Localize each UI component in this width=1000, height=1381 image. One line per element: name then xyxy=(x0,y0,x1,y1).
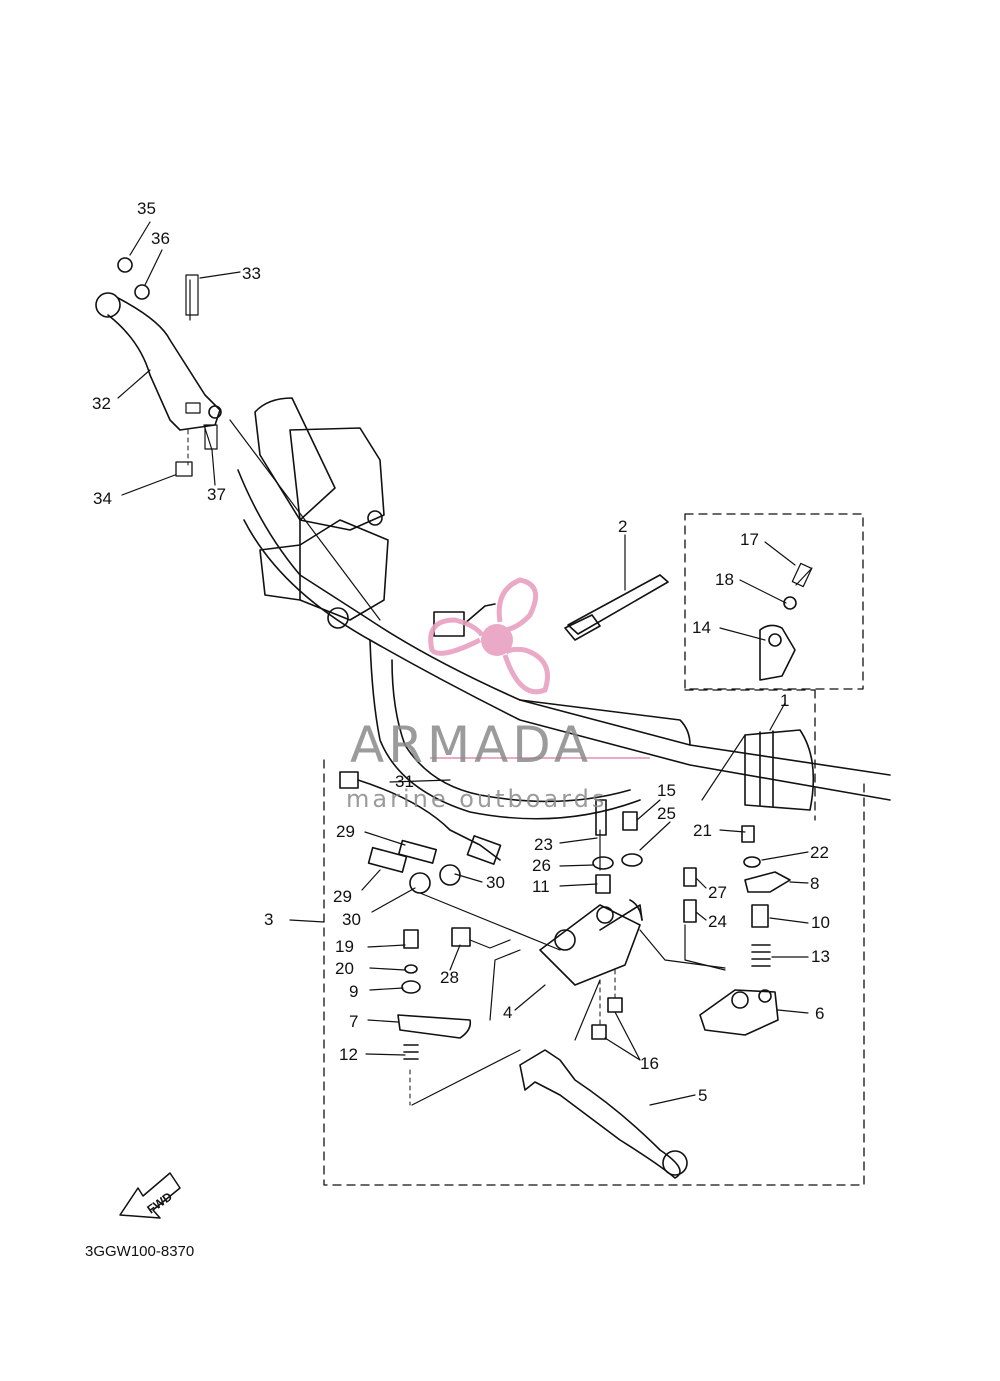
group-box-switch xyxy=(684,513,864,690)
callout-37: 37 xyxy=(207,485,226,504)
callout-35: 35 xyxy=(137,199,156,218)
callout-21: 21 xyxy=(693,821,712,840)
callout-33: 33 xyxy=(242,264,261,283)
callout-8: 8 xyxy=(810,874,820,893)
callout-30-b: 30 xyxy=(342,910,361,929)
right-switch-housing xyxy=(701,729,815,811)
armada-logo-icon xyxy=(428,577,650,759)
brake-lever xyxy=(519,979,688,1179)
callout-36: 36 xyxy=(151,229,170,248)
callout-19: 19 xyxy=(335,937,354,956)
switch-wire xyxy=(339,603,502,865)
switch-bracket xyxy=(759,562,813,681)
callout-2: 2 xyxy=(618,517,628,536)
callout-10: 10 xyxy=(811,913,830,932)
callout-30-a: 30 xyxy=(486,873,505,892)
handlebar xyxy=(237,469,891,820)
callout-22: 22 xyxy=(810,843,829,862)
watermark-subtitle: marine outboards xyxy=(346,785,608,813)
adjusters xyxy=(367,839,561,951)
clutch-lever-upper xyxy=(95,257,222,477)
callout-11: 11 xyxy=(532,877,550,896)
leader-lines xyxy=(117,221,809,1106)
callout-27: 27 xyxy=(708,883,727,902)
callout-4: 4 xyxy=(503,1003,513,1022)
callout-18: 18 xyxy=(715,570,734,589)
brake-switch-parts xyxy=(639,825,791,1036)
callout-28: 28 xyxy=(440,968,459,987)
callout-15: 15 xyxy=(657,781,676,800)
small-parts xyxy=(397,927,521,1106)
callout-12: 12 xyxy=(339,1045,358,1064)
callout-26: 26 xyxy=(532,856,551,875)
watermark-title: ARMADA xyxy=(350,716,593,774)
callout-7: 7 xyxy=(349,1012,359,1031)
callout-25: 25 xyxy=(657,804,676,823)
callout-23: 23 xyxy=(534,835,553,854)
callout-32: 32 xyxy=(92,394,111,413)
cable-tie xyxy=(564,574,669,641)
callout-1: 1 xyxy=(780,691,790,710)
callout-24: 24 xyxy=(708,912,727,931)
callout-31: 31 xyxy=(395,772,414,791)
callout-16: 16 xyxy=(640,1054,659,1073)
callout-20: 20 xyxy=(335,959,354,978)
fwd-arrow-icon xyxy=(119,1172,181,1219)
callout-14: 14 xyxy=(692,618,711,637)
callout-34: 34 xyxy=(93,489,112,508)
callout-5: 5 xyxy=(698,1086,708,1105)
diagram-code: 3GGW100-8370 xyxy=(85,1243,195,1260)
callout-29-b: 29 xyxy=(333,887,352,906)
callout-29-a: 29 xyxy=(336,822,355,841)
callout-6: 6 xyxy=(815,1004,825,1023)
callout-3: 3 xyxy=(264,910,274,929)
left-grip-assembly xyxy=(229,397,389,629)
callout-17: 17 xyxy=(740,530,759,549)
group-box-lever xyxy=(323,689,865,1186)
callout-9: 9 xyxy=(349,982,359,1001)
callout-13: 13 xyxy=(811,947,830,966)
